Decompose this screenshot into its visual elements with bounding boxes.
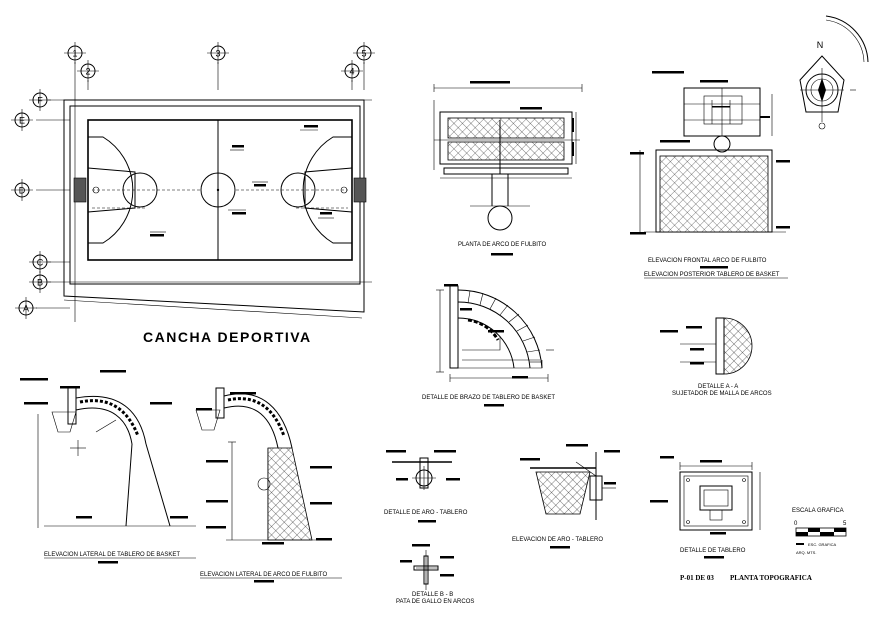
fulbito-goal-plan (439, 111, 573, 165)
grid-bubble-B: B (29, 271, 51, 293)
label-elev-lat-fulbito: ELEVACION LATERAL DE ARCO DE FULBITO (200, 572, 327, 578)
detalle-brazo: DETALLE DE BRAZO DE TABLERO DE BASKET (422, 284, 555, 407)
label-detalle-a-2: SUJETADOR DE MALLA DE ARCOS (672, 391, 772, 397)
grid-label-5: 5 (361, 49, 366, 59)
north-label: N (817, 40, 824, 50)
center-circle (200, 172, 236, 208)
sheet-number: P-01 DE 03 (680, 574, 714, 582)
label-detalle-b-1: DETALLE B - B (412, 592, 453, 598)
scale-note-1: ESC. GRAFICA (808, 542, 837, 547)
site-boundary (63, 99, 365, 313)
detalle-b-b: DETALLE B - B PATA DE GALLO EN ARCOS (396, 544, 474, 605)
scale-bar: ESCALA GRAFICA 0 5 ESC. GRAFICA ARQ. MTS… (792, 508, 847, 555)
grid-bubble-2: 2 (77, 60, 99, 82)
label-elev-aro: ELEVACION DE ARO - TABLERO (512, 537, 603, 543)
dimension-line (63, 299, 363, 319)
grid-column-axes: 1 2 3 5 4 (64, 42, 375, 322)
goal-left (73, 177, 87, 203)
grid-label-F: F (37, 96, 43, 106)
label-elev-posterior: ELEVACION POSTERIOR TABLERO DE BASKET (644, 272, 780, 278)
grid-bubble-3: 3 (207, 42, 229, 64)
grid-bubble-C: C (29, 251, 51, 273)
label-detalle-aro-1: DETALLE DE ARO - TABLERO (384, 510, 468, 516)
grid-label-C: C (37, 258, 44, 268)
elevacion-lateral-basket: ELEVACION LATERAL DE TABLERO DE BASKET (20, 370, 196, 564)
grid-bubble-E: E (11, 109, 33, 131)
grid-bubble-1: 1 (64, 42, 86, 64)
detalle-aro-1: DETALLE DE ARO - TABLERO (384, 450, 468, 523)
court-field (87, 119, 353, 261)
label-planta-fulbito: PLANTA DE ARCO DE FULBITO (458, 242, 546, 248)
label-detalle-tablero: DETALLE DE TABLERO (680, 548, 746, 554)
scale-title: ESCALA GRAFICA (792, 508, 844, 514)
detalle-tablero: DETALLE DE TABLERO (650, 456, 761, 559)
court-outer (69, 105, 361, 285)
sheet-name: PLANTA TOPOGRAFICA (730, 574, 812, 582)
goal-right (353, 177, 367, 203)
label-detalle-brazo: DETALLE DE BRAZO DE TABLERO DE BASKET (422, 395, 555, 401)
label-detalle-a-1: DETALLE A - A (698, 384, 738, 390)
grid-label-E: E (19, 116, 25, 126)
grid-label-D: D (19, 186, 26, 196)
planta-arco-fulbito: PLANTA DE ARCO DE FULBITO (433, 81, 583, 256)
grid-label-2: 2 (85, 67, 90, 77)
scale-max: 5 (843, 521, 847, 527)
scale-min: 0 (794, 521, 798, 527)
grid-label-3: 3 (215, 49, 220, 59)
grid-label-B: B (37, 278, 43, 288)
backboard-detail (679, 471, 753, 531)
elevacion-de-aro: ELEVACION DE ARO - TABLERO (512, 444, 620, 549)
label-detalle-b-2: PATA DE GALLO EN ARCOS (396, 599, 474, 605)
north-arrow: N (799, 15, 869, 130)
court-plan: 1 2 3 5 4 (11, 42, 375, 345)
grid-label-4: 4 (349, 67, 354, 77)
label-elev-lat-basket: ELEVACION LATERAL DE TABLERO DE BASKET (44, 552, 180, 558)
grid-bubble-D: D (11, 179, 33, 201)
grid-bubble-5: 5 (353, 42, 375, 64)
grid-bubble-A: A (15, 297, 37, 319)
drawing-title: CANCHA DEPORTIVA (143, 329, 312, 345)
grid-label-1: 1 (72, 49, 77, 59)
grid-label-A: A (23, 304, 29, 314)
elevacion-frontal: ELEVACION FRONTAL ARCO DE FULBITO ELEVAC… (630, 71, 790, 279)
sheet-info: P-01 DE 03 PLANTA TOPOGRAFICA (680, 574, 812, 582)
key-right (304, 167, 353, 213)
grid-bubble-F: F (29, 89, 51, 111)
grid-bubble-4: 4 (341, 60, 363, 82)
detalle-a-a: DETALLE A - A SUJETADOR DE MALLA DE ARCO… (660, 317, 772, 397)
elevacion-lateral-fulbito: ELEVACION LATERAL DE ARCO DE FULBITO (195, 387, 342, 583)
scale-note-2: ARQ. MTS. (796, 550, 816, 555)
label-elev-frontal: ELEVACION FRONTAL ARCO DE FULBITO (648, 258, 767, 264)
